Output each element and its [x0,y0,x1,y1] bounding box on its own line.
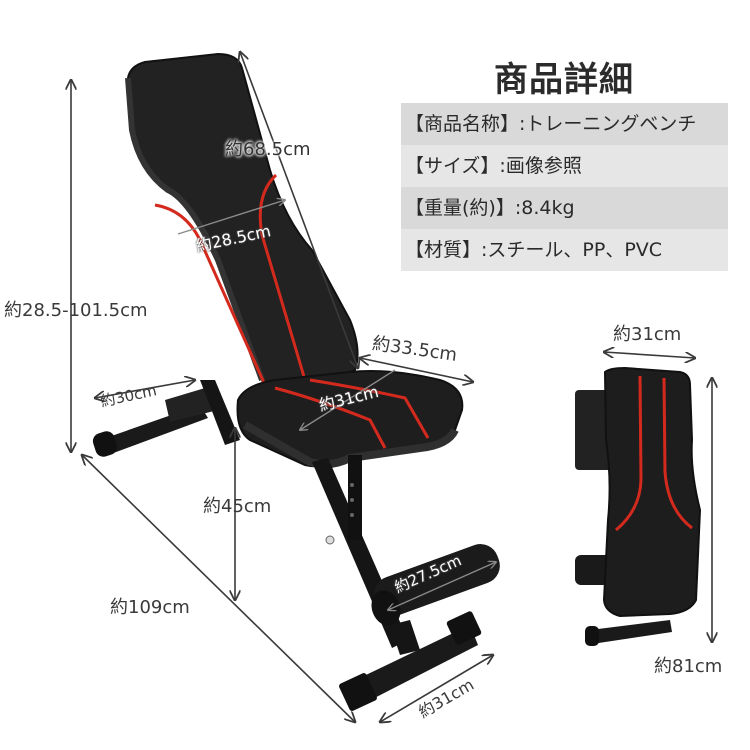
dim-folded-height: 約81cm [654,656,723,677]
dim-seat-height: 約45cm [203,496,272,517]
dimension-arrows [71,52,712,722]
bench-folded [575,366,702,646]
product-detail-title: 商品詳細 [494,60,634,100]
dim-height-range: 約28.5-101.5cm [4,300,148,321]
dim-folded-width: 約31cm [613,324,682,345]
spec-material: 【材質】:スチール、PP、PVC [401,229,728,271]
dim-total-length: 約109cm [110,597,190,618]
spec-table: 【商品名称】:トレーニングベンチ 【サイズ】:画像参照 【重量(約)】:8.4k… [401,103,728,271]
dimension-arrows-inner [177,200,496,610]
spec-size: 【サイズ】:画像参照 [401,145,728,187]
spec-product-name: 【商品名称】:トレーニングベンチ [401,103,728,145]
leg-roller [371,544,500,626]
spec-weight: 【重量(約)】:8.4kg [401,187,728,229]
dim-backrest-length: 約68.5cm [225,139,311,160]
